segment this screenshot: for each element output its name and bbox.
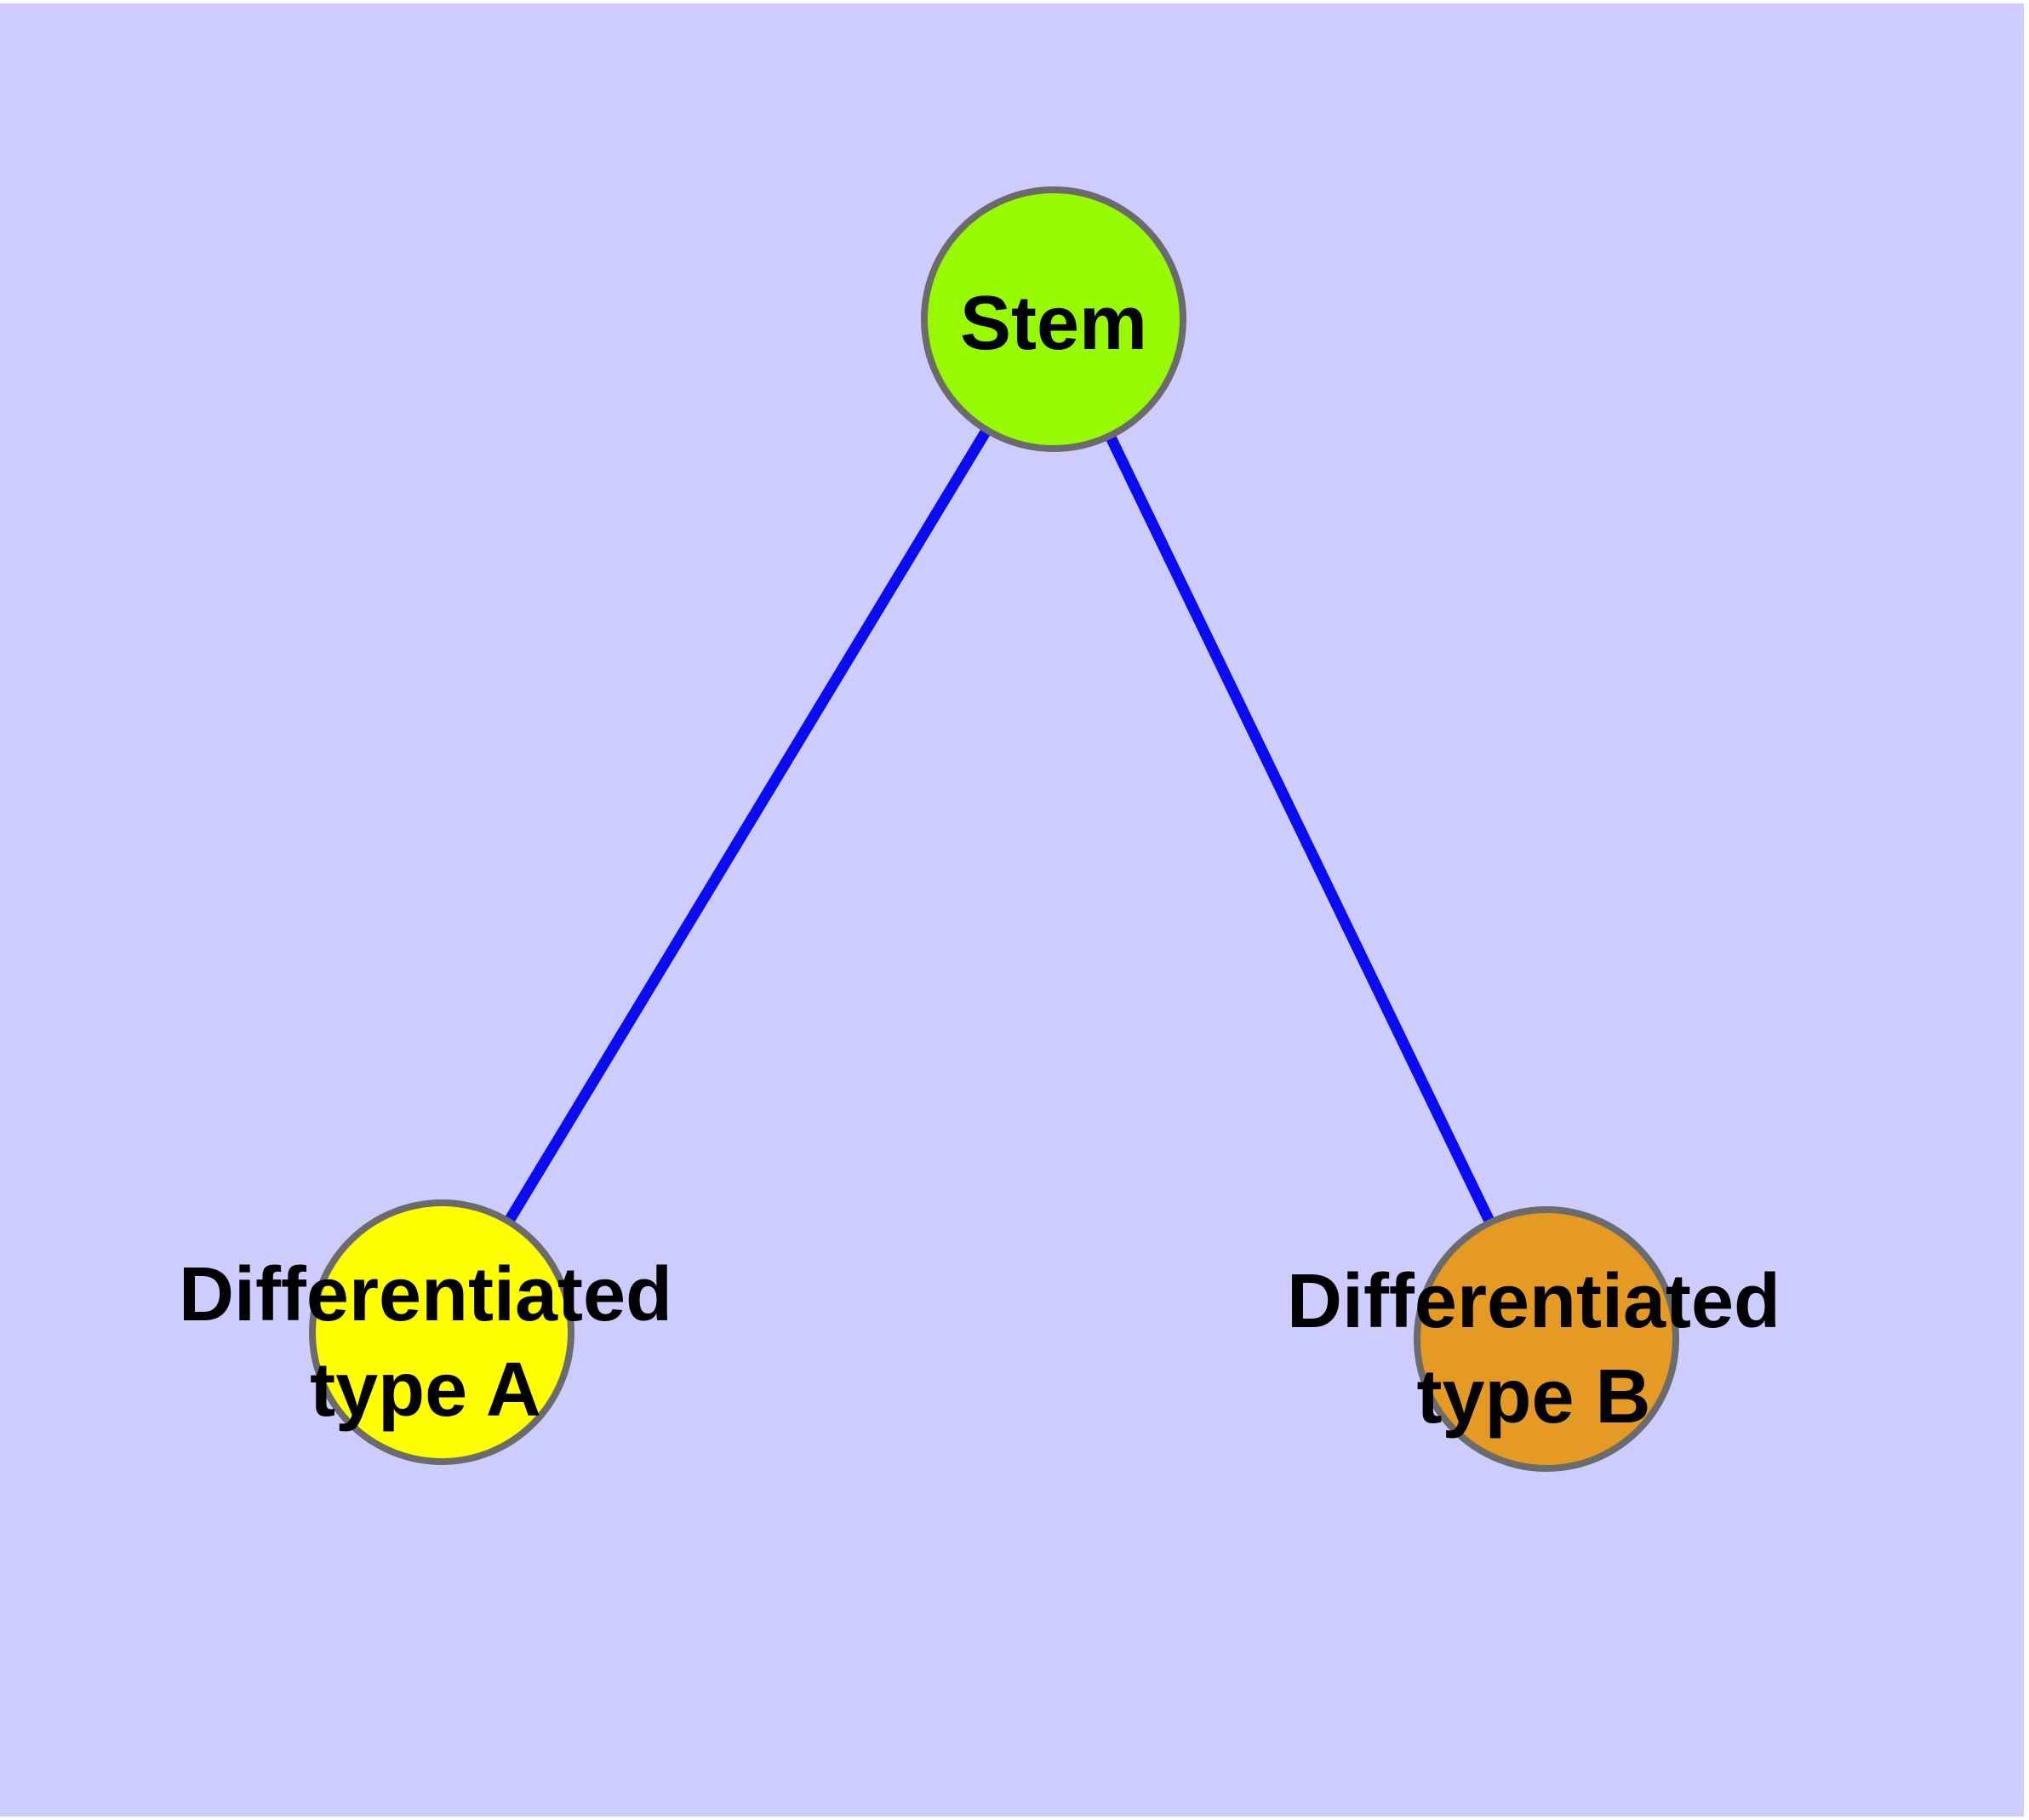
node-differentiated-type-b-label-line1: Differentiated (1287, 1259, 1780, 1344)
node-stem: Stem (921, 186, 1186, 452)
node-differentiated-type-b-label-line2: type B (1416, 1354, 1650, 1439)
node-stem-label: Stem (960, 281, 1147, 366)
edge-stem-to-type-a[interactable] (437, 316, 1059, 1336)
node-differentiated-type-b-circle[interactable] (1414, 1206, 1679, 1472)
node-differentiated-type-a-label-line1: Differentiated (179, 1252, 672, 1337)
node-differentiated-type-a-circle[interactable] (309, 1199, 574, 1465)
node-stem-circle[interactable] (921, 186, 1186, 452)
node-differentiated-type-a-label-line2: type A (310, 1348, 541, 1433)
node-differentiated-type-b: Differentiated type B (1287, 1206, 1780, 1472)
node-differentiated-type-a: Differentiated type A (179, 1199, 672, 1465)
edge-stem-to-type-b[interactable] (1049, 317, 1552, 1342)
